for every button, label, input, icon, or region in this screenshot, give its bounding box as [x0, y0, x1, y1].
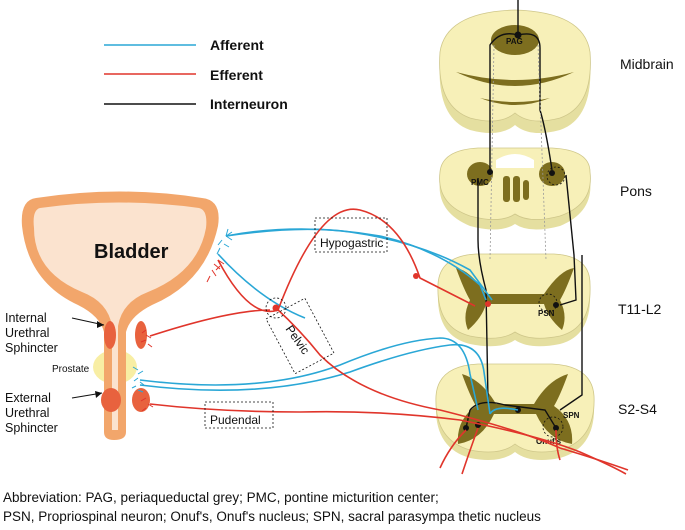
legend-efferent-label: Efferent	[210, 67, 263, 83]
efferent-hypogastric	[217, 208, 476, 313]
level-label-s2-s4: S2-S4	[618, 401, 657, 417]
hypogastric-label: Hypogastric	[320, 236, 383, 250]
bladder: Bladder	[21, 191, 219, 440]
internal-sphincter-left	[104, 321, 116, 349]
efferent-ending-internal	[140, 329, 153, 348]
spn-label: SPN	[563, 411, 580, 420]
hypogastric-ganglion-node	[413, 273, 419, 279]
level-label-pons: Pons	[620, 183, 652, 199]
interneuron-psn-to-spn	[559, 255, 583, 411]
bladder-label: Bladder	[94, 241, 169, 263]
midbrain-pag-grey	[491, 25, 539, 55]
efferent-sacral-left-out	[439, 429, 467, 469]
afferent-ending-urethra	[131, 366, 145, 393]
efferent-ending-external	[140, 397, 154, 412]
interneuron-right-to-psn	[559, 174, 577, 306]
internal-sphincter-label-1: Internal	[5, 311, 47, 325]
organ-labels: Internal Urethral Sphincter Prostate Ext…	[5, 311, 105, 435]
internal-sphincter-label-2: Urethral	[5, 326, 49, 340]
afferent-pelvic	[139, 337, 479, 411]
level-label-t11-l2: T11-L2	[618, 301, 662, 317]
psn-label: PSN	[538, 309, 555, 318]
efferent-spn-out	[555, 429, 561, 461]
pelvic-ganglion-dashed	[265, 297, 287, 319]
external-sphincter-label-2: Urethral	[5, 406, 49, 420]
pelvic-ganglion-node	[272, 304, 280, 312]
abbreviation-note: Abbreviation: PAG, periaqueductal grey; …	[3, 488, 683, 526]
nucleus-markers	[463, 31, 566, 431]
efferent-sacral-left-out-2	[461, 427, 479, 475]
midbrain-section: PAG	[439, 9, 591, 134]
pons-pmc-grey-left	[467, 162, 493, 186]
midbrain-substantia	[456, 72, 574, 86]
afferent-pelvic-2	[139, 343, 491, 415]
pmc-label: PMC	[471, 178, 489, 187]
pudendal-box	[204, 401, 274, 429]
prostate-label: Prostate	[52, 364, 90, 375]
pons-tract-1	[503, 176, 510, 202]
afferent-pathways	[139, 228, 519, 415]
level-label-midbrain: Midbrain	[620, 56, 674, 72]
pag-label: PAG	[506, 37, 523, 46]
abbreviation-line-2: PSN, Propriospinal neuron; Onuf's, Onuf'…	[3, 509, 541, 524]
external-sphincter-right	[132, 388, 150, 412]
interneuron-pmc-descending	[477, 178, 489, 401]
afferent-ending-dome	[216, 228, 233, 255]
pelvic-box	[265, 297, 335, 375]
afferent-hypogastric-2	[225, 228, 487, 301]
afferent-endings	[131, 228, 233, 393]
interneuron-pathways	[465, 0, 583, 429]
hypogastric-box	[314, 217, 388, 253]
efferent-pathways	[149, 208, 629, 475]
external-sphincter-left	[101, 388, 121, 412]
pag-node	[514, 31, 522, 39]
legend-afferent-label: Afferent	[210, 37, 264, 53]
legend: Afferent Efferent Interneuron	[104, 37, 288, 112]
internal-sphincter-right	[135, 321, 147, 349]
psn-dashed-circle	[538, 293, 558, 313]
internal-sphincter-label-3: Sphincter	[5, 341, 58, 355]
afferent-sacral-link	[489, 407, 519, 415]
sacral-section: SPN Onuf's	[435, 363, 595, 460]
external-sphincter-arrowhead	[95, 391, 102, 398]
internal-sphincter-arrowhead	[97, 321, 104, 328]
interneuron-pag-right	[517, 33, 553, 171]
bladder-lumen	[33, 202, 207, 430]
midbrain-lower-band	[480, 98, 550, 105]
pelvic-ganglion	[265, 273, 491, 319]
pons-tract-3	[523, 180, 529, 200]
pmc-node-right	[549, 170, 555, 176]
efferent-pelvic	[275, 307, 629, 471]
efferent-ending-dome	[206, 259, 225, 283]
external-sphincter-label-3: Sphincter	[5, 421, 58, 435]
pons-dashed-circle	[546, 166, 566, 186]
abbreviation-line-1: Abbreviation: PAG, periaqueductal grey; …	[3, 490, 439, 505]
midbrain-outline	[439, 9, 591, 122]
efferent-to-internal-sphincter	[149, 309, 271, 337]
nerve-labels: Hypogastric Pelvic Pudendal	[204, 217, 388, 429]
t11l2-grey-matter	[456, 268, 574, 330]
spn-dashed-circle	[542, 416, 564, 438]
spn-node	[553, 425, 559, 431]
thoracolumbar-section: PSN	[437, 253, 591, 347]
interneuron-pag-to-pmc	[489, 33, 519, 170]
sacral-node-left	[463, 425, 469, 431]
psn-node	[553, 302, 559, 308]
efferent-endings	[140, 259, 225, 412]
pudendal-label: Pudendal	[210, 413, 261, 427]
afferent-bladder-to-pelvic	[217, 253, 306, 319]
pons-ventricle	[496, 154, 534, 168]
efferent-pudendal	[149, 403, 627, 475]
pmc-node-left	[487, 169, 493, 175]
legend-interneuron-label: Interneuron	[210, 96, 288, 112]
t11l2-efferent-node	[485, 301, 491, 307]
pons-tract-2	[513, 176, 520, 202]
external-sphincter-label-1: External	[5, 391, 51, 405]
interneuron-sacral-left	[465, 409, 471, 429]
